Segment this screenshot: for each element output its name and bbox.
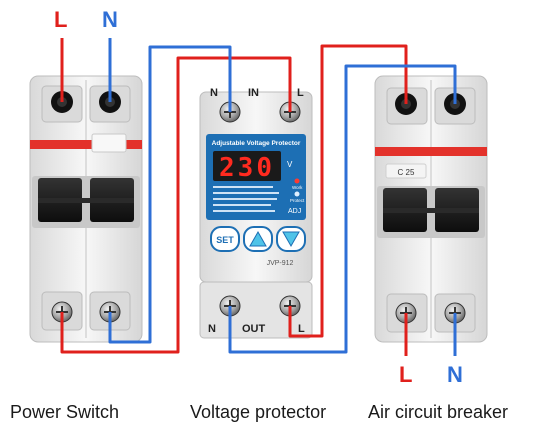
bottom-neutral-label: N: [447, 362, 463, 387]
protector-panel-title: Adjustable Voltage Protector: [212, 140, 301, 147]
protector-top-in-label: IN: [248, 87, 259, 99]
protector-bottom-l-label: L: [298, 323, 305, 335]
protector-to-breaker-live-wire: [288, 44, 408, 338]
switch-to-protector-neutral-wire: [108, 45, 232, 344]
protector-adj-label: ADJ: [288, 208, 301, 215]
protector-top-n-label: N: [210, 87, 218, 99]
breaker-red-band: [375, 147, 487, 156]
protector-top-l-label: L: [297, 87, 304, 99]
power-switch-red-band: [30, 140, 142, 149]
breaker-rating: C 25: [398, 168, 415, 177]
bottom-live-label: L: [399, 362, 413, 387]
top-neutral-label: N: [102, 7, 118, 32]
triangle-down-icon: [282, 231, 300, 248]
voltage-protector: N IN L Adjustable Voltage Protector 230 …: [199, 87, 313, 339]
protector-to-breaker-neutral-wire: [228, 64, 457, 354]
protector-work-led: [294, 178, 300, 184]
protector-display-value: 230: [219, 153, 275, 183]
protector-model: JVP-912: [267, 260, 294, 267]
protector-spec-lines: [213, 186, 279, 212]
protector-set-button[interactable]: SET: [210, 226, 240, 252]
top-live-label: L: [54, 7, 68, 32]
protector-display-unit: V: [287, 160, 293, 169]
protector-display: [213, 151, 281, 181]
voltage-protector-caption: Voltage protector: [190, 402, 327, 422]
protector-set-button-label: SET: [216, 235, 234, 245]
power-switch-caption: Power Switch: [10, 402, 120, 422]
wires: [60, 38, 457, 356]
triangle-up-icon: [249, 230, 267, 247]
protector-bottom-n-label: N: [208, 323, 216, 335]
protector-up-button[interactable]: [243, 226, 273, 252]
power-switch-bottom-terminals: [41, 291, 131, 331]
protector-work-label: Work: [292, 185, 303, 190]
protector-bottom-out-label: OUT: [242, 323, 266, 335]
air-breaker-caption: Air circuit breaker: [368, 402, 509, 422]
protector-protect-label: Protect: [290, 198, 305, 203]
power-switch: [29, 75, 143, 343]
protector-protect-led: [294, 191, 300, 197]
air-circuit-breaker: C 25: [374, 75, 488, 343]
switch-to-protector-live-wire: [60, 56, 292, 354]
protector-down-button[interactable]: [276, 226, 306, 252]
